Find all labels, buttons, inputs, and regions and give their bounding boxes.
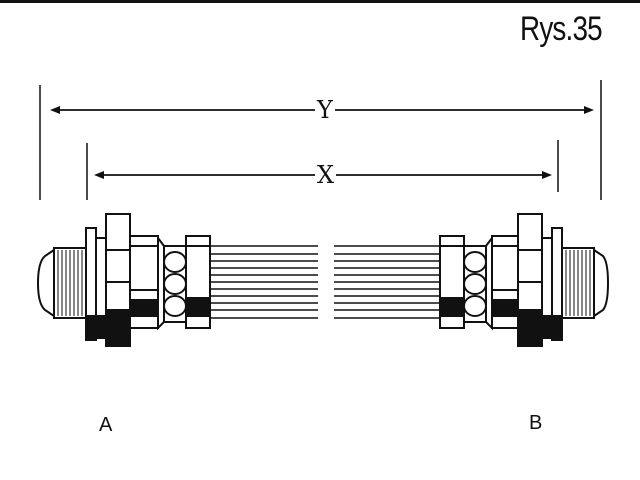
left-thread-lines: [57, 250, 83, 316]
end-label-a: A: [99, 414, 113, 436]
end-label-b: B: [529, 412, 543, 434]
left-collar-shadow: [131, 299, 157, 317]
right-flare-tip: [593, 248, 610, 318]
right-spacer: [541, 237, 553, 329]
left-end-fitting: [36, 213, 211, 347]
figure-number: Rys.35: [520, 10, 603, 48]
right-end-fitting: [439, 213, 610, 347]
left-shadow-block-2: [107, 309, 129, 347]
right-hose-body: [334, 245, 440, 319]
left-spacer: [95, 237, 107, 329]
dimension-x-label: X: [315, 161, 337, 189]
right-thread-lines: [565, 250, 591, 316]
extension-lines: [39, 80, 602, 200]
left-flare-tip: [36, 248, 55, 318]
scan-edge: [0, 0, 640, 3]
dimension-y-label: Y: [315, 96, 335, 124]
right-shadow-block-2: [543, 315, 561, 339]
left-shadow-block-1: [87, 315, 107, 339]
right-shadow-block-1: [519, 309, 541, 347]
left-hose-body: [210, 245, 318, 319]
right-collar-shadow: [493, 299, 517, 317]
